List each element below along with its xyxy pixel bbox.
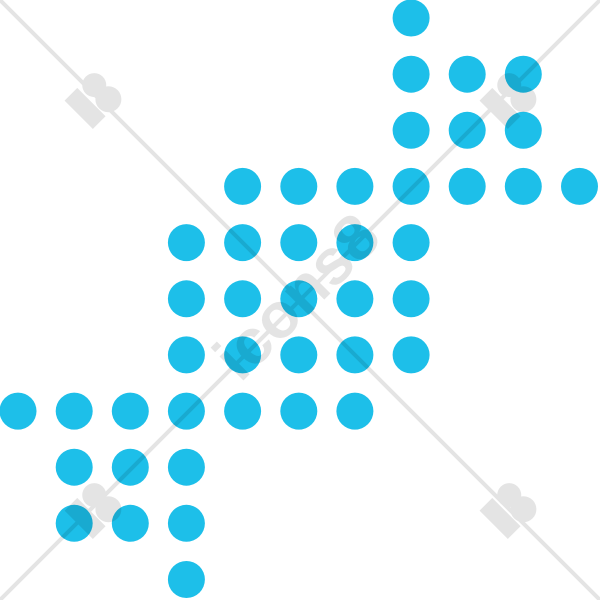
dot xyxy=(111,504,149,542)
dot xyxy=(224,224,262,262)
dot xyxy=(280,280,318,318)
dot xyxy=(224,280,262,318)
dot xyxy=(224,167,262,205)
dot xyxy=(167,392,205,430)
dot xyxy=(167,280,205,318)
dot xyxy=(280,336,318,374)
dot xyxy=(55,448,93,486)
dot xyxy=(111,392,149,430)
dot xyxy=(392,280,430,318)
dot xyxy=(392,55,430,93)
dot xyxy=(167,224,205,262)
dot xyxy=(336,224,374,262)
watermark-logo-icon xyxy=(64,73,122,129)
dot xyxy=(448,111,486,149)
dot xyxy=(336,167,374,205)
dot xyxy=(392,0,430,37)
dot xyxy=(336,336,374,374)
watermark-logo-icon xyxy=(64,483,122,539)
dot xyxy=(167,448,205,486)
dot xyxy=(336,280,374,318)
watermark-logo-icon xyxy=(479,483,537,539)
watermark-logo-icon xyxy=(479,73,537,129)
dot xyxy=(448,167,486,205)
dot xyxy=(392,111,430,149)
dot xyxy=(111,448,149,486)
dot xyxy=(167,336,205,374)
dot xyxy=(0,392,37,430)
dot xyxy=(392,224,430,262)
dot xyxy=(504,111,542,149)
dot xyxy=(392,167,430,205)
dot xyxy=(224,392,262,430)
dot xyxy=(167,561,205,598)
dot xyxy=(448,55,486,93)
dot xyxy=(167,504,205,542)
dot xyxy=(336,392,374,430)
dot xyxy=(392,336,430,374)
dot xyxy=(55,504,93,542)
dot xyxy=(504,167,542,205)
dot xyxy=(280,167,318,205)
dot xyxy=(561,167,598,205)
dot xyxy=(224,336,262,374)
dot xyxy=(280,224,318,262)
dot xyxy=(280,392,318,430)
dot xyxy=(55,392,93,430)
dot xyxy=(504,55,542,93)
